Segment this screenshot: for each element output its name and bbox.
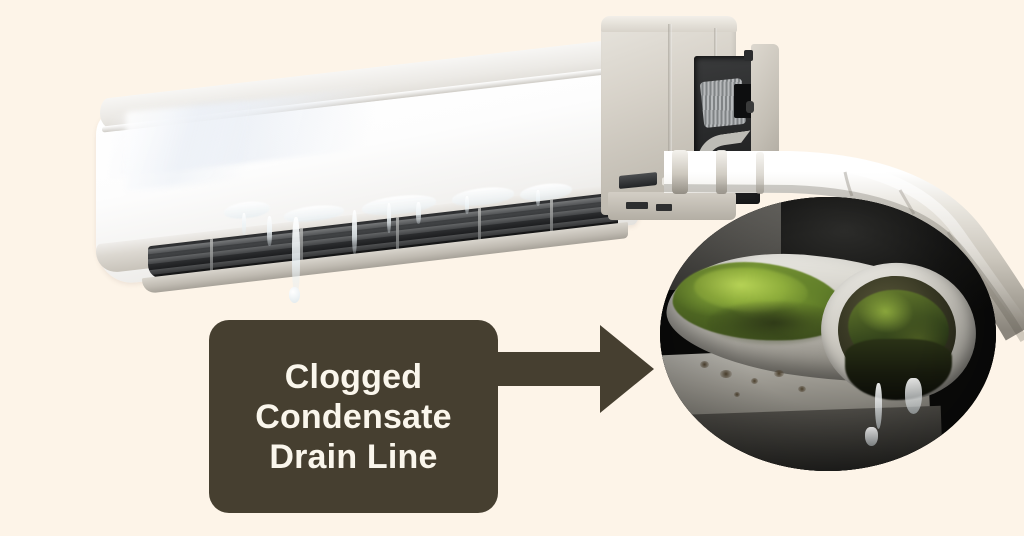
water-drip-4 [352, 210, 357, 254]
hose-collar-2 [716, 150, 727, 194]
inset-drip-stream [875, 383, 883, 430]
water-drip-3 [292, 217, 300, 295]
hose-collar-1 [672, 150, 688, 194]
clogged-drain-pipe-inset-photo [660, 197, 996, 471]
water-drip-6 [416, 202, 421, 224]
water-drip-2 [267, 216, 272, 246]
arrow-shape [492, 325, 654, 413]
callout-label-box: Clogged Condensate Drain Line [209, 320, 498, 513]
callout-label-text: Clogged Condensate Drain Line [255, 357, 452, 476]
water-drip-1 [242, 213, 246, 235]
ac-flap-hinge-bottom [746, 101, 754, 113]
ac-panel-seam [668, 24, 672, 214]
ac-flap-hinge-top [744, 50, 753, 61]
ac-unit-photo [96, 6, 779, 303]
water-drip-5 [387, 203, 391, 233]
inset-drip-bead-2 [905, 377, 923, 414]
inset-drip-bead-1 [864, 427, 878, 447]
water-drip-8 [536, 190, 540, 206]
water-drip-7 [465, 196, 469, 214]
inset-algae-shadow [707, 301, 842, 345]
water-bead-3 [289, 287, 300, 303]
hose-collar-3 [756, 152, 764, 194]
right-arrow-icon [492, 325, 654, 413]
inset-sludge-ooze [844, 339, 953, 400]
inset-vignette [660, 197, 996, 471]
